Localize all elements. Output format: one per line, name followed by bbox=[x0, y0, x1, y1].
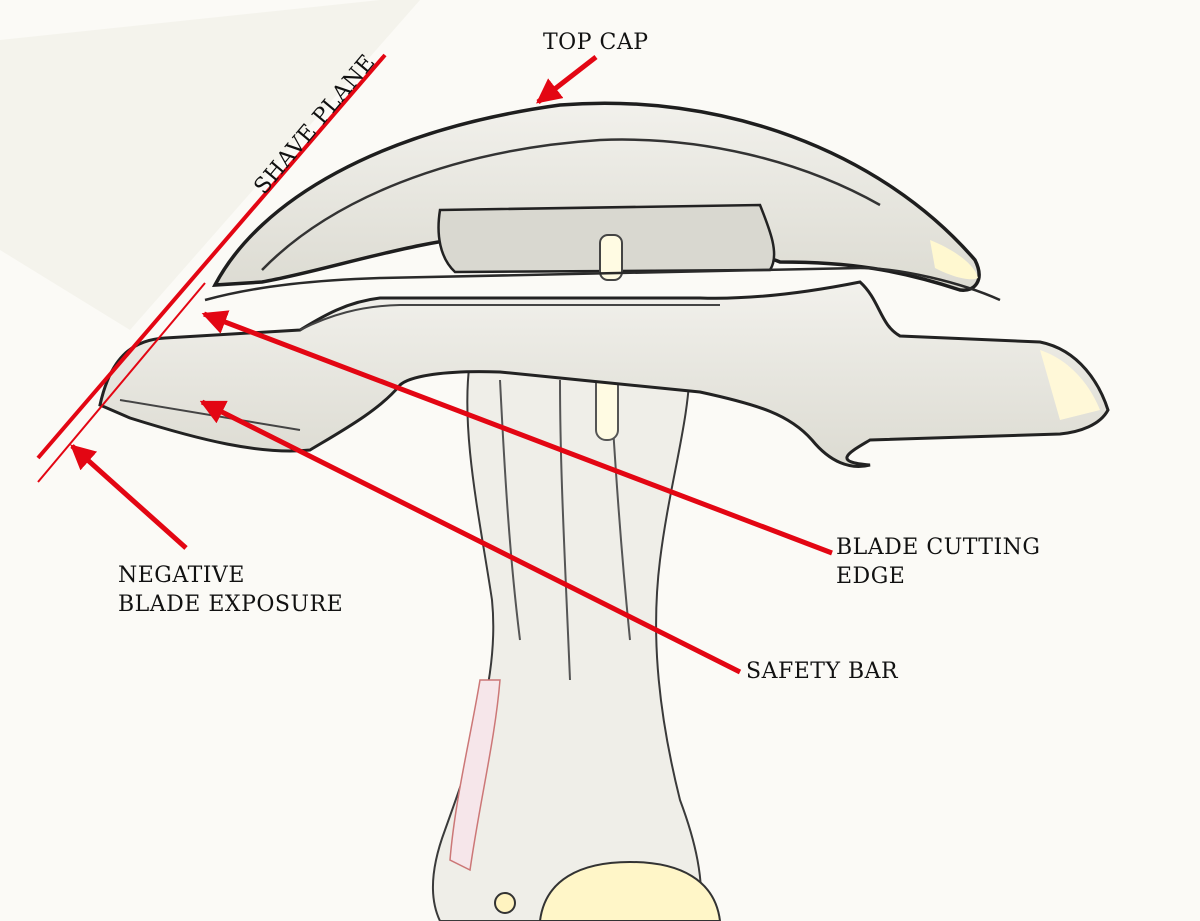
negative-exposure-arrow bbox=[70, 444, 188, 550]
top-cap bbox=[211, 101, 981, 292]
safety-bar-arrow bbox=[199, 399, 742, 675]
safety-bar-label: SAFETY BAR bbox=[746, 659, 899, 684]
top-cap-label: TOP CAP bbox=[543, 30, 649, 55]
negative-blade-exposure-label-line-1: NEGATIVE bbox=[118, 563, 245, 588]
razor-blade bbox=[204, 266, 1001, 302]
blade-cutting-edge-label-line-1: BLADE CUTTING bbox=[836, 535, 1041, 560]
shave-plane-line bbox=[36, 53, 387, 483]
blade-cutting-edge-arrow bbox=[201, 310, 833, 556]
negative-blade-exposure-label-line-2: BLADE EXPOSURE bbox=[118, 592, 344, 617]
razor-handle bbox=[432, 359, 722, 921]
negative-blade-exposure-label: NEGATIVE BLADE EXPOSURE bbox=[118, 561, 343, 619]
background-arm-shape bbox=[0, 0, 420, 330]
top-cap-arrow bbox=[536, 55, 598, 104]
base-plate bbox=[98, 280, 1110, 468]
blade-cutting-edge-label-line-2: EDGE bbox=[836, 564, 906, 589]
blade-cutting-edge-label: BLADE CUTTING EDGE bbox=[836, 533, 1041, 591]
